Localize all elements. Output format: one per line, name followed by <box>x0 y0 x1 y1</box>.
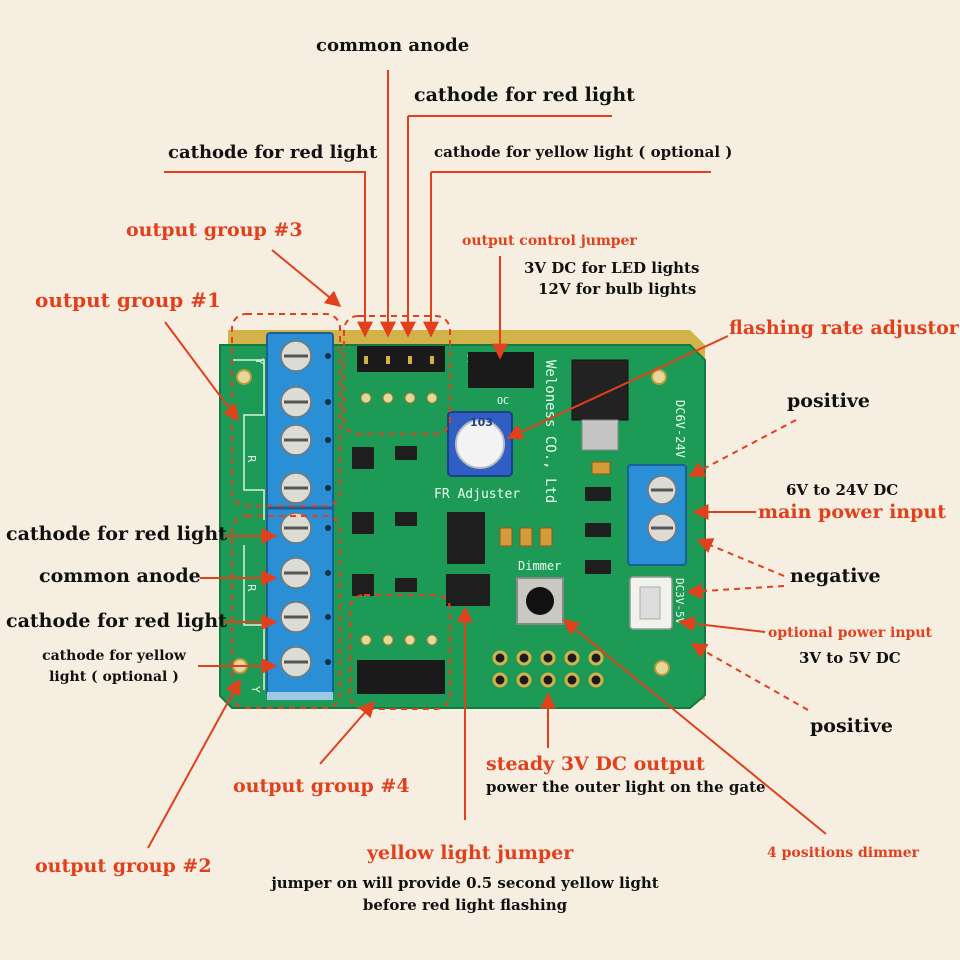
terminal-letter: Y <box>249 685 262 693</box>
mounting-hole <box>651 369 667 385</box>
label-common-anode-top: common anode <box>316 35 470 56</box>
label-voltage-main: 6V to 24V DC <box>786 481 899 499</box>
line-output-group-2 <box>147 678 241 849</box>
line-cathode-yellow <box>431 171 711 336</box>
mounting-hole <box>654 660 670 676</box>
line-output-group-4 <box>319 700 376 765</box>
label-negative: negative <box>790 565 881 587</box>
label-cathode-yellow-left-1: cathode for yellow <box>42 648 186 664</box>
label-cathode-red-top-right: cathode for red light <box>414 84 635 106</box>
line-cathode-red-left <box>164 171 373 338</box>
chip-lower <box>446 574 490 606</box>
terminal-letter: R <box>245 584 258 592</box>
label-main-power: main power input <box>758 501 946 523</box>
power-terminal-block <box>627 464 687 566</box>
label-steady-output-desc: power the outer light on the gate <box>486 778 766 796</box>
line-dimmer <box>562 618 827 835</box>
line-output-group-3 <box>271 249 342 308</box>
silkscreen-company: Weloness CO., Ltd <box>542 360 558 503</box>
label-output-group-1: output group #1 <box>35 288 221 312</box>
label-voltage-optional: 3V to 5V DC <box>799 649 901 667</box>
line-cathode-red-right <box>408 115 612 336</box>
small-components <box>352 446 611 596</box>
silkscreen-oc: OC <box>497 396 509 407</box>
mounting-hole <box>236 369 252 385</box>
label-jumper-3v: 3V DC for LED lights <box>524 259 700 277</box>
silkscreen-adjuster: FR Adjuster <box>434 487 520 502</box>
output-group-3-box <box>343 315 451 435</box>
label-common-anode-left: common anode <box>39 565 201 587</box>
label-cathode-red-top-left: cathode for red light <box>168 142 378 163</box>
label-steady-output: steady 3V DC output <box>486 753 705 775</box>
label-cathode-yellow-top: cathode for yellow light ( optional ) <box>434 143 733 161</box>
label-yellow-jumper-desc-1: jumper on will provide 0.5 second yellow… <box>271 874 659 892</box>
output-header <box>492 650 604 688</box>
left-terminal-block <box>266 332 334 700</box>
label-yellow-jumper-desc-2: before red light flashing <box>362 896 568 914</box>
line-positive-bottom <box>690 643 809 711</box>
bottom-header-pins <box>357 634 445 694</box>
terminal-letter: R <box>245 455 258 463</box>
label-cathode-red-left-2: cathode for red light <box>6 610 227 632</box>
label-yellow-jumper: yellow light jumper <box>367 842 574 864</box>
label-output-group-3: output group #3 <box>126 219 303 241</box>
silkscreen-dimmer: Dimmer <box>518 559 561 573</box>
line-flashing-rate <box>506 335 729 440</box>
line-negative-a <box>696 538 785 577</box>
capacitors <box>499 461 611 547</box>
label-output-group-2: output group #2 <box>35 855 212 877</box>
label-positive-top: positive <box>787 390 870 412</box>
label-cathode-red-left-1: cathode for red light <box>6 523 227 545</box>
terminal-letter: Y <box>253 357 266 365</box>
potentiometer: 103 <box>447 411 513 477</box>
voltage-regulator <box>571 359 629 451</box>
dimmer-button <box>516 577 564 625</box>
silkscreen-dc: DC6V-24V <box>673 400 687 458</box>
label-output-group-4: output group #4 <box>233 775 410 797</box>
output-group-4-box <box>349 594 451 710</box>
label-jumper-12v: 12V for bulb lights <box>538 280 697 298</box>
line-negative-b <box>686 583 785 600</box>
label-optional-power: optional power input <box>768 625 932 641</box>
line-optional-power <box>678 615 766 633</box>
pot-marking: 103 <box>470 416 493 429</box>
line-positive-top <box>688 419 797 477</box>
chip-u1 <box>447 512 485 564</box>
line-output-group-1 <box>164 321 239 422</box>
label-cathode-yellow-left-2: light ( optional ) <box>49 669 179 685</box>
label-output-control-jumper: output control jumper <box>462 233 637 249</box>
label-dimmer: 4 positions dimmer <box>767 845 920 861</box>
label-flashing-rate: flashing rate adjustor <box>729 317 959 339</box>
silkscreen-dc2: DC3V-5V <box>673 578 686 625</box>
label-positive-bottom: positive <box>810 715 893 737</box>
